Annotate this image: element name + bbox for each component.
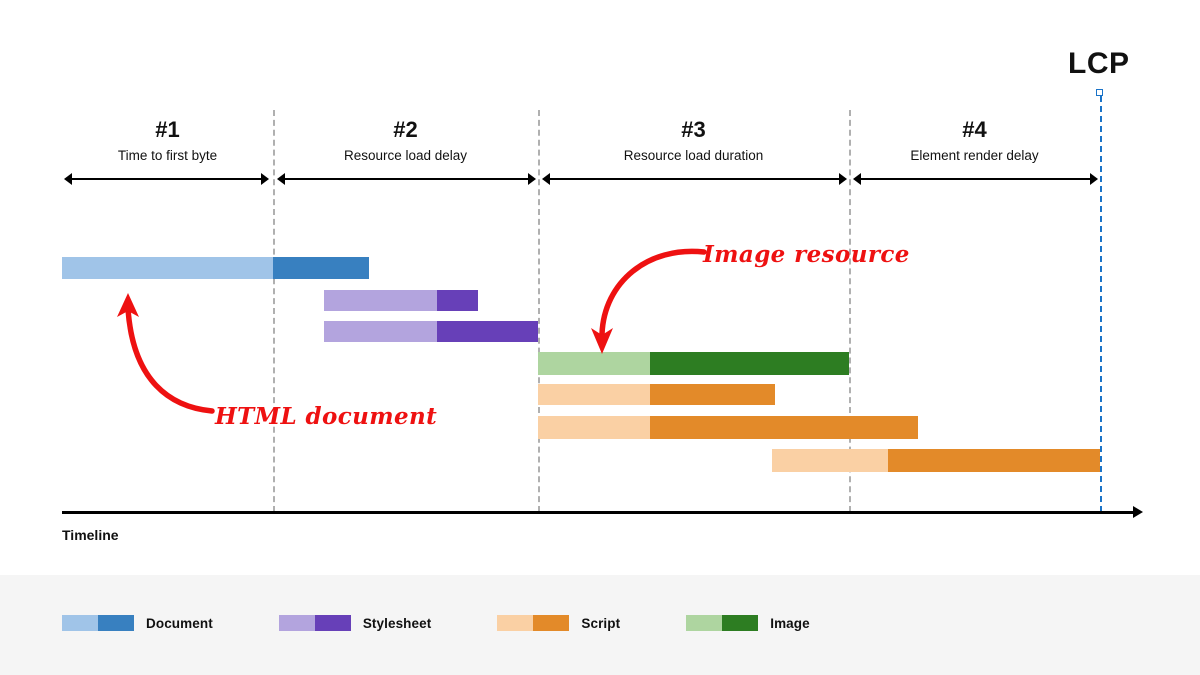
phase-name-1: Time to first byte [117,148,218,164]
timeline-axis-label: Timeline [62,527,119,543]
phase-measure-arrow-3 [542,173,847,185]
legend-swatch-image [686,615,759,631]
legend-item-stylesheet: Stylesheet [278,615,432,631]
phase-separator-3 [849,110,851,512]
arrowhead-left [853,173,861,185]
html-document-arrow-icon [117,293,215,414]
legend-label-image: Image [770,615,810,631]
swatch-dark [533,615,570,631]
image-resource-annotation: Image resource [703,241,910,268]
bar-segment-wait [538,384,650,405]
waterfall-bar-stylesheet-1 [324,290,478,311]
swatch-dark [722,615,759,631]
lcp-label: LCP [1068,47,1130,80]
phase-header-4: #4 Element render delay [849,117,1100,164]
arrowhead-left [277,173,285,185]
waterfall-bar-script-2 [538,416,918,439]
legend-label-stylesheet: Stylesheet [362,615,432,631]
waterfall-bar-script-3 [772,449,1100,472]
legend-item-script: Script [497,615,620,631]
html-document-annotation: HTML document [215,403,438,430]
bar-segment-wait [538,416,650,439]
lcp-marker-square [1096,89,1103,96]
swatch-light [278,615,315,631]
swatch-light [62,615,98,631]
phase-separator-1 [273,110,275,512]
waterfall-bar-script-1 [538,384,775,405]
swatch-light [686,615,723,631]
bar-segment-download [650,416,918,439]
phase-number-4: #4 [962,117,987,142]
phase-header-1: #1 Time to first byte [62,117,273,164]
phase-measure-arrow-1 [64,173,269,185]
waterfall-bar-stylesheet-2 [324,321,538,342]
arrowhead-right [261,173,269,185]
legend-swatch-stylesheet [278,615,351,631]
bar-segment-wait [62,257,273,279]
bar-segment-download [888,449,1100,472]
phase-header-3: #3 Resource load duration [538,117,849,164]
arrow-shaft [859,178,1092,180]
phase-measure-arrow-4 [853,173,1098,185]
bar-segment-download [437,321,538,342]
arrowhead-right [1090,173,1098,185]
phase-name-3: Resource load duration [623,148,764,164]
phase-measure-arrow-2 [277,173,536,185]
arrowhead-right [528,173,536,185]
arrow-shaft [548,178,841,180]
legend-label-document: Document [146,615,213,631]
waterfall-bar-document [62,257,369,279]
bar-segment-wait [538,352,650,375]
bar-segment-download [650,352,849,375]
swatch-dark [98,615,134,631]
phase-name-4: Element render delay [910,148,1039,164]
arrow-shaft [70,178,263,180]
lcp-dashed-line [1100,96,1102,512]
arrowhead-right [839,173,847,185]
phase-separator-2 [538,110,540,512]
legend-row: Document Stylesheet Script [62,615,876,631]
waterfall-bar-image [538,352,849,375]
phase-number-1: #1 [155,117,180,142]
arrow-shaft [283,178,530,180]
legend-band: Document Stylesheet Script [0,575,1200,675]
legend-label-script: Script [581,615,621,631]
swatch-dark [314,615,351,631]
legend-swatch-document [62,615,134,631]
swatch-light [497,615,534,631]
bar-segment-wait [324,290,437,311]
legend-item-image: Image [686,615,810,631]
bar-segment-download [273,257,369,279]
phase-number-2: #2 [393,117,418,142]
legend-swatch-script [497,615,570,631]
arrowhead-left [64,173,72,185]
phase-name-2: Resource load delay [343,148,468,164]
bar-segment-wait [324,321,437,342]
arrowhead-left [542,173,550,185]
phase-number-3: #3 [681,117,706,142]
legend-item-document: Document [62,615,213,631]
bar-segment-download [437,290,478,311]
bar-segment-wait [772,449,888,472]
timeline-arrowhead [1133,506,1143,518]
timeline-axis-line [62,511,1134,514]
bar-segment-download [650,384,775,405]
image-resource-arrow-icon [591,248,707,354]
phase-header-2: #2 Resource load delay [273,117,538,164]
